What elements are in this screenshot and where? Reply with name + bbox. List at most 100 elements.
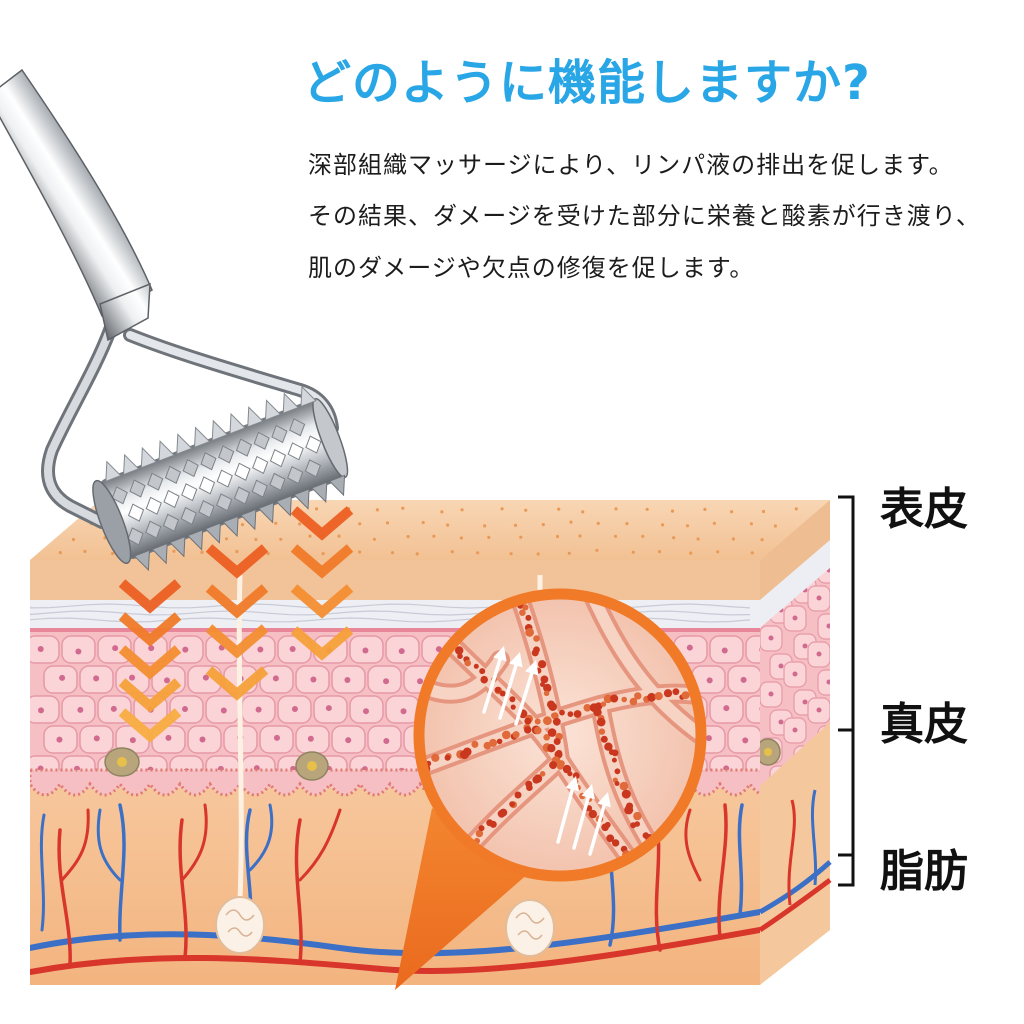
cell-nucleus <box>723 705 730 712</box>
blood-cell <box>604 742 613 751</box>
cell-nucleus <box>220 707 227 714</box>
cell-nucleus <box>826 679 830 685</box>
skin-pore-dot <box>760 538 764 542</box>
cell-nucleus <box>199 736 206 743</box>
blood-cell <box>464 659 472 667</box>
cell-nucleus <box>307 735 314 742</box>
vein-main <box>30 909 760 957</box>
roller-stud <box>127 527 144 546</box>
roller-spike <box>186 529 204 551</box>
cell-nucleus <box>257 646 264 653</box>
cell-nucleus <box>38 707 45 714</box>
roller-spike <box>204 522 221 544</box>
cell-nucleus <box>802 643 808 649</box>
roller-stud <box>269 449 287 468</box>
cell-nucleus <box>181 706 188 713</box>
hair-follicle-shaft <box>236 574 244 901</box>
cell-nucleus <box>255 706 262 713</box>
blood-cell <box>611 839 620 847</box>
blood-cell <box>681 691 690 700</box>
blood-cell <box>672 688 680 696</box>
arrow-up-icon <box>525 660 539 676</box>
damaged-cell-core <box>117 757 127 767</box>
blood-cell <box>431 753 440 762</box>
chevron-down-icon-group <box>118 506 354 743</box>
roller-spike <box>229 412 246 435</box>
blood-cell <box>600 735 608 743</box>
side-vein <box>758 860 832 915</box>
cell-nucleus <box>93 675 100 682</box>
roller-stud <box>253 431 270 450</box>
skin-pore-dot <box>372 537 376 541</box>
description-line: 肌のダメージや欠点の修復を促します。 <box>308 254 755 282</box>
skin-pore-dot <box>440 510 444 514</box>
roller-stud <box>216 493 233 512</box>
roller-stud <box>251 479 268 498</box>
roller-stud <box>127 503 145 522</box>
blood-cell <box>552 717 561 726</box>
skin-pore-dot <box>235 549 239 554</box>
artery-branch <box>298 808 342 882</box>
cell-nucleus <box>740 676 747 683</box>
blood-cell <box>494 686 501 694</box>
roller-stud <box>271 424 288 444</box>
skin-pore-dot <box>541 523 545 527</box>
blood-cell <box>457 653 463 659</box>
roller-stud <box>269 472 286 492</box>
cell-nucleus <box>802 699 808 705</box>
skin-cell <box>30 635 60 664</box>
blood-cell <box>611 749 619 757</box>
roller-spike <box>257 501 275 524</box>
roller-spike <box>151 542 168 565</box>
hair-follicle-bulb <box>215 896 265 954</box>
cell-nucleus <box>417 678 424 685</box>
roller-stud <box>252 455 269 475</box>
roller-spike <box>211 419 229 442</box>
skin-pore-dot <box>240 523 245 527</box>
skin-pore-dot <box>308 534 312 538</box>
arrow-up-icon <box>581 784 595 800</box>
artery-branch <box>57 828 72 967</box>
cell-nucleus <box>310 676 317 683</box>
roller-stud <box>164 465 182 484</box>
skin-pore-dot <box>224 537 229 541</box>
roller-frame-rod <box>44 326 114 526</box>
blood-cell <box>510 704 516 710</box>
skin-pore-dot <box>689 551 693 555</box>
blood-cell <box>567 771 573 777</box>
blood-cell <box>549 761 558 770</box>
basal-line <box>30 628 760 632</box>
blood-cell <box>463 747 472 757</box>
roller-stud <box>235 438 253 457</box>
skin-pore-dot <box>254 537 258 542</box>
blood-cell <box>533 774 543 783</box>
blood-cell <box>634 692 642 700</box>
roller-stud <box>233 486 251 505</box>
cell-nucleus <box>202 674 209 681</box>
skin-cell <box>745 695 760 724</box>
blood-cell <box>611 757 617 763</box>
skin-pore-dot <box>645 507 649 511</box>
skin-pore-dot <box>58 551 62 555</box>
skin-pore-dot <box>487 535 491 540</box>
blood-cell <box>614 768 621 775</box>
cell-nucleus <box>792 615 798 621</box>
blood-cell <box>601 823 609 832</box>
blood-cell <box>489 820 497 828</box>
cell-nucleus <box>93 735 100 742</box>
skin-pore-dot <box>200 550 204 555</box>
cell-nucleus <box>273 734 280 741</box>
blood-cell <box>499 690 506 697</box>
chevron-down-icon <box>205 624 269 659</box>
skin-pore-dot <box>83 549 87 554</box>
cell-nucleus <box>400 708 407 715</box>
description-line: 深部組織マッサージにより、リンパ液の排出を促します。 <box>308 151 954 179</box>
cell-nucleus <box>398 648 405 655</box>
roller-spike <box>176 433 193 455</box>
blood-cell <box>496 738 503 745</box>
skin-pore-dot <box>519 535 523 539</box>
cell-nucleus <box>778 719 784 725</box>
skin-pore-dot <box>596 521 600 526</box>
artery-branch <box>294 818 303 964</box>
skin-pore-dot <box>172 549 176 553</box>
